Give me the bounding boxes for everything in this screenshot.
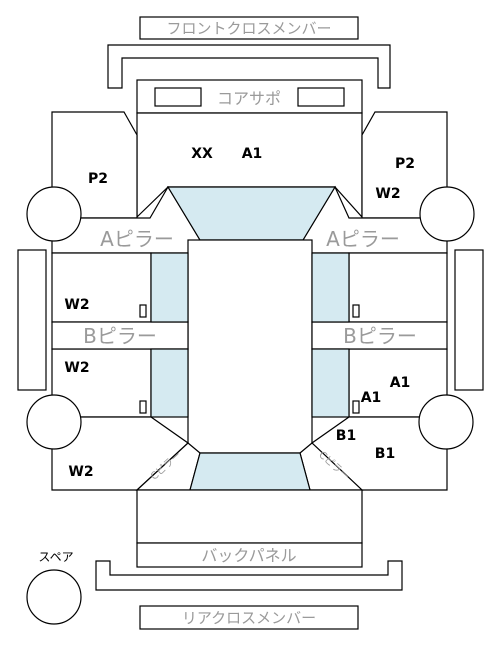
back-panel[interactable] xyxy=(136,542,363,568)
rear-bumper[interactable] xyxy=(95,560,403,591)
right-rocker-panel[interactable] xyxy=(454,249,484,391)
front-right-window[interactable] xyxy=(311,252,350,323)
code-rear-left-quarter: W2 xyxy=(68,464,93,480)
back-panel-label: バックパネル xyxy=(201,546,296,565)
core-support-label: コアサポ xyxy=(217,89,281,108)
code-rear-left-door: W2 xyxy=(64,360,89,376)
front-left-door-handle xyxy=(139,304,147,318)
b-pillar-right-label: Bピラー xyxy=(343,324,417,348)
front-cross-member-label: フロントクロスメンバー xyxy=(166,20,331,38)
spare-label: スペア xyxy=(38,550,73,564)
rear-cross-member[interactable] xyxy=(139,605,359,630)
spare-tire[interactable] xyxy=(26,569,82,625)
rear-left-door-handle xyxy=(139,400,147,414)
b-pillar-right[interactable] xyxy=(311,321,448,350)
code-rear-right-quarter-2: B1 xyxy=(375,446,395,462)
front-bumper[interactable] xyxy=(107,44,391,89)
rear-left-wheel[interactable] xyxy=(26,394,82,450)
a-pillar-left-label: Aピラー xyxy=(100,227,174,251)
code-front-right-fender-top: P2 xyxy=(395,156,415,172)
code-front-right-fender-bottom: W2 xyxy=(375,186,400,202)
left-rocker-panel[interactable] xyxy=(17,249,47,391)
rear-right-window[interactable] xyxy=(311,348,350,418)
roof[interactable] xyxy=(187,239,313,454)
a-pillar-right-label: Aピラー xyxy=(326,227,400,251)
trunk-lid[interactable] xyxy=(136,489,363,544)
code-rear-right-door-1: A1 xyxy=(390,375,411,391)
code-rear-right-door-2: A1 xyxy=(361,390,382,406)
code-hood-xx: XX xyxy=(191,146,213,162)
rear-left-window[interactable] xyxy=(150,348,189,418)
rear-cross-member-label: リアクロスメンバー xyxy=(182,609,316,627)
front-cross-member[interactable] xyxy=(139,16,359,40)
rear-right-door-handle xyxy=(352,400,360,414)
code-rear-right-quarter-1: B1 xyxy=(336,428,356,444)
code-hood-a1: A1 xyxy=(242,146,263,162)
front-left-wheel[interactable] xyxy=(26,186,82,242)
b-pillar-left-label: Bピラー xyxy=(83,324,157,348)
code-front-left-fender: P2 xyxy=(88,171,108,187)
rear-window[interactable] xyxy=(189,452,311,491)
code-front-left-door: W2 xyxy=(64,297,89,313)
b-pillar-left[interactable] xyxy=(51,321,189,350)
headlight-right[interactable] xyxy=(297,87,345,107)
rear-right-wheel[interactable] xyxy=(418,394,474,450)
front-right-door[interactable] xyxy=(348,252,448,323)
front-right-wheel[interactable] xyxy=(419,186,475,242)
front-left-window[interactable] xyxy=(150,252,189,323)
front-left-door[interactable] xyxy=(51,252,152,323)
headlight-left[interactable] xyxy=(154,87,202,107)
front-right-door-handle xyxy=(352,304,360,318)
